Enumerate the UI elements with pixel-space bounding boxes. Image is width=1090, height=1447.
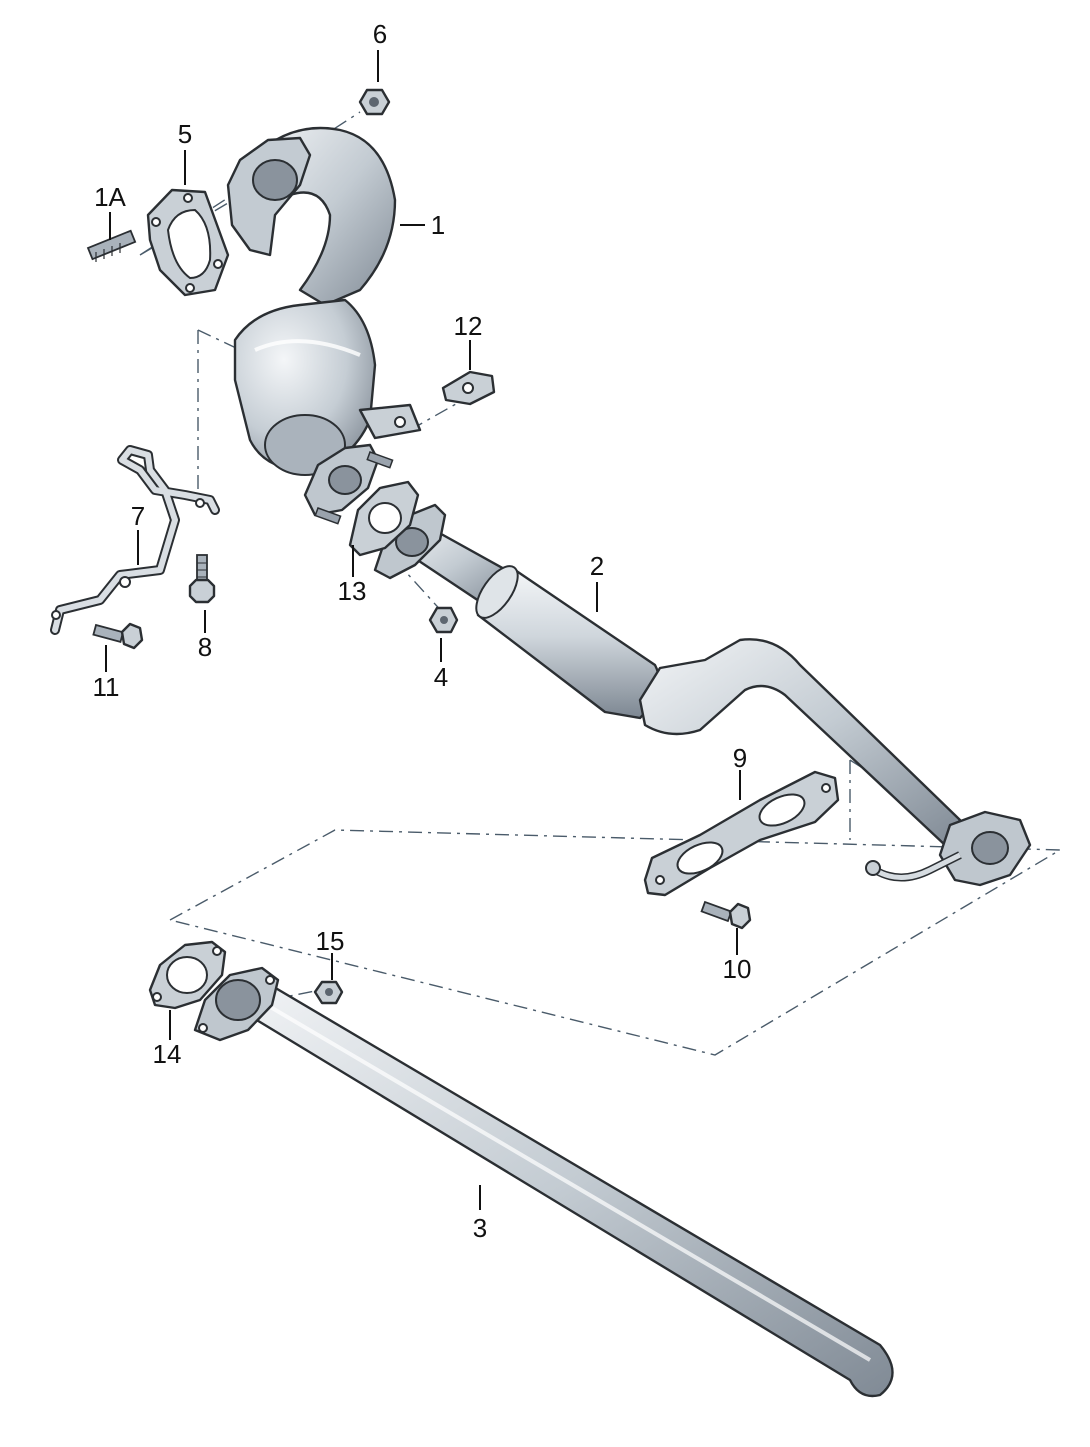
callout-3: 3 bbox=[473, 1213, 487, 1243]
part-7-support-bracket bbox=[50, 445, 220, 635]
callout-11: 11 bbox=[93, 672, 120, 702]
part-1a-stud bbox=[86, 229, 137, 262]
part-10-bolt bbox=[700, 900, 752, 930]
part-2-front-pipe bbox=[373, 503, 1032, 887]
part-12-bracket bbox=[441, 370, 496, 406]
callout-13: 13 bbox=[338, 576, 367, 606]
callout-6: 6 bbox=[373, 19, 387, 49]
callout-10: 10 bbox=[723, 954, 752, 984]
part-15-nut bbox=[313, 980, 344, 1005]
part-3-tailpipe bbox=[230, 978, 894, 1398]
callout-leaders bbox=[105, 50, 741, 1210]
callout-5: 5 bbox=[178, 119, 192, 149]
part-3-flange bbox=[193, 966, 280, 1042]
part-14-gasket bbox=[148, 940, 227, 1010]
part-9-hanger bbox=[643, 770, 840, 897]
assembly-lines bbox=[139, 111, 1063, 1056]
callout-14: 14 bbox=[153, 1039, 182, 1069]
callout-2: 2 bbox=[590, 551, 604, 581]
callout-7: 7 bbox=[131, 501, 145, 531]
part-13-gasket bbox=[348, 480, 420, 557]
callout-12: 12 bbox=[454, 311, 483, 341]
part-4-nut bbox=[428, 606, 459, 634]
callout-labels: 6 5 1A 1 12 7 2 13 8 4 11 9 15 10 14 3 bbox=[93, 19, 752, 1243]
part-8-bolt bbox=[188, 554, 216, 604]
callout-1a: 1A bbox=[94, 182, 126, 212]
callout-4: 4 bbox=[434, 662, 448, 692]
part-6-nut bbox=[358, 88, 391, 116]
callout-9: 9 bbox=[733, 743, 747, 773]
part-5-gasket bbox=[146, 188, 230, 297]
assembly-line-lower-box bbox=[169, 829, 1063, 1056]
callout-1: 1 bbox=[431, 210, 445, 240]
callout-15: 15 bbox=[316, 926, 345, 956]
callout-8: 8 bbox=[198, 632, 212, 662]
part-11-bolt bbox=[92, 622, 144, 650]
part-1-catalytic-converter bbox=[226, 126, 422, 525]
